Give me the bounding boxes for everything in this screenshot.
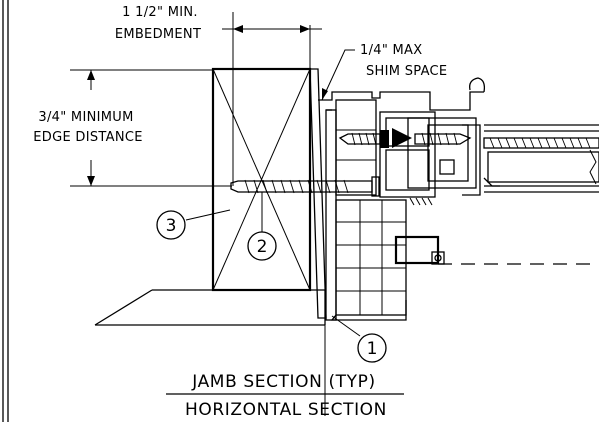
frame-screw — [338, 128, 472, 148]
vinyl-frame — [318, 77, 500, 321]
shim-label-line2: SHIM SPACE — [366, 64, 447, 79]
callout-2: 2 — [247, 231, 277, 261]
callout-3-label: 3 — [166, 216, 177, 236]
title-line2: HORIZONTAL SECTION — [185, 400, 387, 420]
embedment-label-line2: EMBEDMENT — [115, 27, 201, 42]
callout-3: 3 — [156, 210, 186, 240]
callout-1-label: 1 — [367, 339, 378, 359]
title-line1: JAMB SECTION (TYP) — [191, 372, 375, 392]
callout-leaders — [185, 192, 361, 337]
shim — [309, 68, 327, 319]
edge-distance-dimension — [70, 69, 232, 187]
callout-1: 1 — [357, 333, 387, 363]
edge-label-line1: 3/4" MINIMUM — [38, 110, 133, 125]
glass-unit — [483, 124, 599, 193]
edge-label-line2: EDGE DISTANCE — [33, 130, 142, 145]
callout-2-label: 2 — [257, 237, 268, 257]
substrate-base — [94, 289, 326, 416]
shim-label-line1: 1/4" MAX — [360, 43, 422, 58]
anchor-screw — [230, 176, 380, 197]
embedment-dimension — [222, 12, 322, 186]
shim-leader — [321, 49, 355, 101]
sheet-border — [2, 0, 9, 422]
section-title: JAMB SECTION (TYP) HORIZONTAL SECTION — [166, 372, 404, 420]
embedment-label-line1: 1 1/2" MIN. — [122, 5, 198, 20]
